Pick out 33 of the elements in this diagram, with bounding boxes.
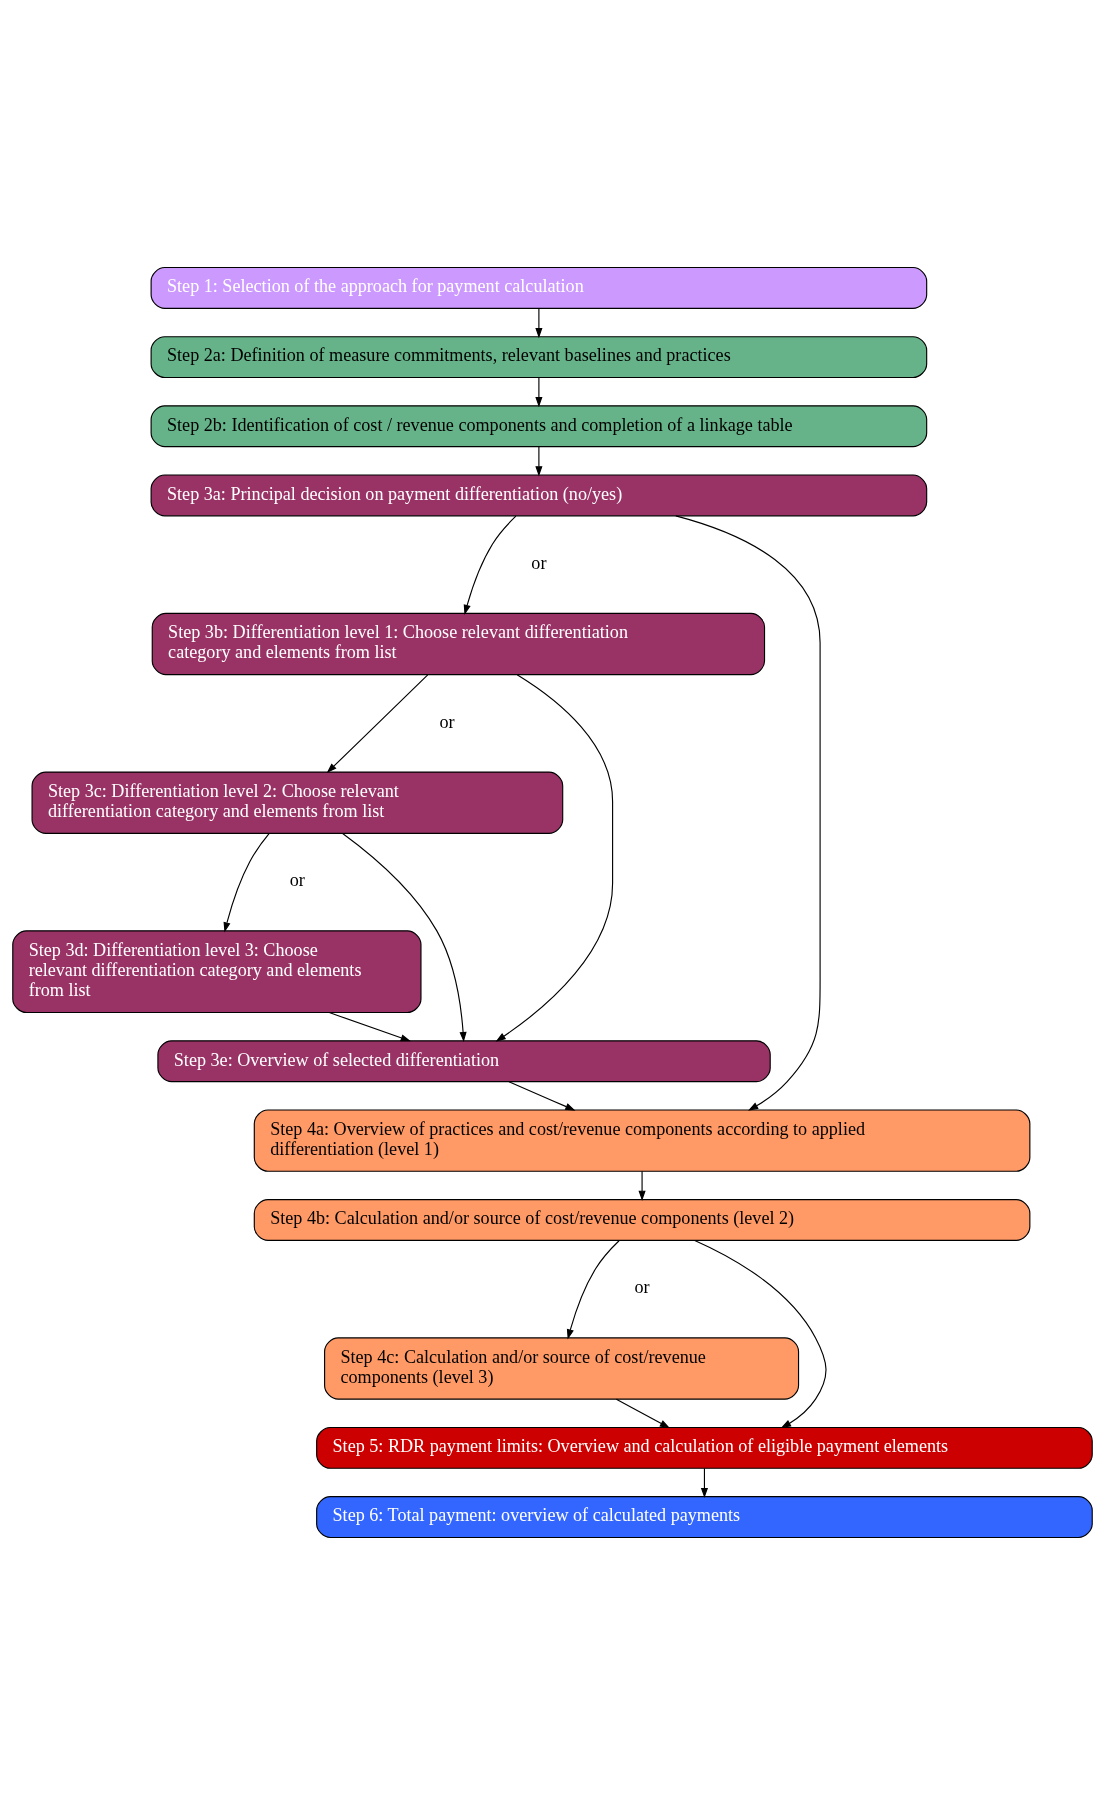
node-box: Step 4a: Overview of practices and cost/revenue components according to applied differentiation (level 1) bbox=[253, 1109, 1031, 1172]
node-box: Step 4c: Calculation and/or source of cost/revenue components (level 3) bbox=[324, 1337, 800, 1400]
arrow bbox=[638, 1170, 646, 1201]
node-box: Step 5: RDR payment limits: Overview and calculation of eligible payment elements bbox=[316, 1426, 1093, 1469]
label: or bbox=[439, 711, 455, 732]
label: or bbox=[289, 870, 305, 891]
arrow bbox=[694, 1239, 827, 1429]
node-box: Step 6: Total payment: overview of calculated payments bbox=[316, 1496, 1093, 1539]
arrow bbox=[566, 1240, 620, 1340]
arrow bbox=[223, 832, 270, 933]
arrow bbox=[675, 515, 821, 1111]
arrow bbox=[342, 832, 467, 1043]
node-box: Step 3b: Differentiation level 1: Choose relevant differentiation category and elements from list bbox=[151, 612, 766, 676]
node-box: Step 1: Selection of the approach for payment calculation bbox=[150, 266, 928, 309]
node-box: Step 3e: Overview of selected differentiation bbox=[157, 1040, 771, 1083]
arrow bbox=[508, 1081, 576, 1111]
arrow bbox=[463, 515, 517, 615]
label: or bbox=[531, 552, 547, 573]
node-box: Step 2a: Definition of measure commitments, relevant baselines and practices bbox=[150, 336, 928, 379]
arrow bbox=[328, 1011, 411, 1042]
arrow bbox=[535, 307, 543, 339]
arrow bbox=[535, 446, 543, 477]
node-box: Step 3a: Principal decision on payment differentiation (no/yes) bbox=[150, 474, 928, 517]
node-box: Step 3c: Differentiation level 2: Choose relevant differentiation category and elements from list bbox=[31, 771, 564, 834]
arrow bbox=[615, 1398, 671, 1429]
arrow bbox=[535, 377, 543, 408]
arrow bbox=[326, 674, 429, 774]
arrow bbox=[495, 674, 614, 1042]
node-box: Step 2b: Identification of cost / revenue components and completion of a linkage table bbox=[150, 405, 928, 448]
arrow bbox=[700, 1467, 708, 1499]
label: or bbox=[634, 1277, 650, 1298]
node-box: Step 3d: Differentiation level 3: Choose relevant differentiation category and elements from list bbox=[12, 930, 422, 1014]
node-box: Step 4b: Calculation and/or source of cost/revenue components (level 2) bbox=[253, 1199, 1031, 1241]
